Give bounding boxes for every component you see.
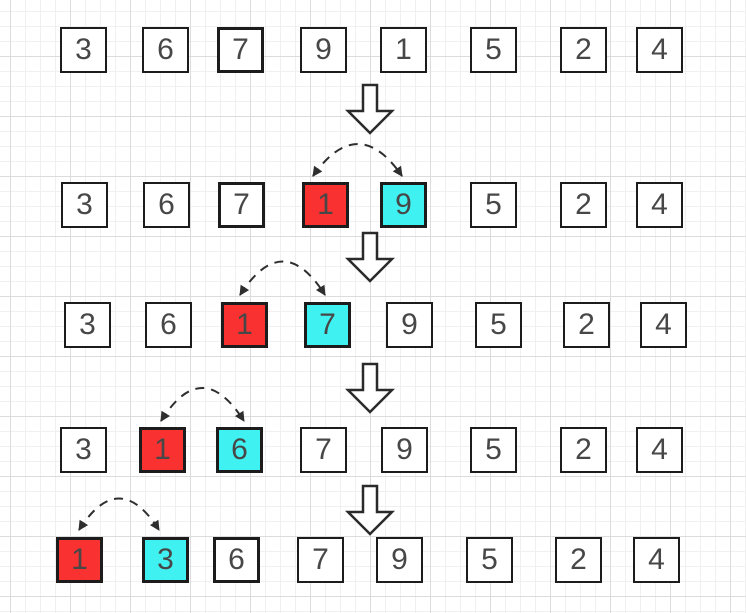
array-box-value: 1 xyxy=(317,188,334,221)
array-box-value: 7 xyxy=(312,543,329,576)
swap-arc-icon xyxy=(312,143,403,177)
array-box-value: 6 xyxy=(231,433,248,466)
array-box: 7 xyxy=(304,302,351,348)
array-box: 5 xyxy=(475,302,522,348)
array-box-value: 7 xyxy=(232,33,249,66)
array-box: 4 xyxy=(640,302,687,348)
array-box: 5 xyxy=(466,537,513,583)
array-box: 4 xyxy=(633,537,680,583)
array-box-value: 7 xyxy=(319,308,336,341)
array-box: 4 xyxy=(636,27,683,73)
array-box: 5 xyxy=(470,182,517,228)
array-box-value: 2 xyxy=(575,433,592,466)
down-arrow-icon xyxy=(344,231,396,283)
down-arrow-icon xyxy=(344,362,396,414)
array-box-value: 3 xyxy=(75,433,92,466)
array-box: 1 xyxy=(139,427,186,473)
swap-arc-icon xyxy=(239,260,326,296)
down-arrow-icon xyxy=(344,83,396,135)
array-box-value: 4 xyxy=(651,188,668,221)
array-box: 9 xyxy=(300,27,347,73)
array-box: 2 xyxy=(560,182,607,228)
array-box-value: 4 xyxy=(648,543,665,576)
array-box-value: 4 xyxy=(651,33,668,66)
array-box: 6 xyxy=(213,537,260,583)
array-box: 6 xyxy=(145,302,192,348)
array-box-value: 3 xyxy=(75,33,92,66)
array-box: 1 xyxy=(302,182,349,228)
array-box-value: 1 xyxy=(236,308,253,341)
array-box-value: 2 xyxy=(575,33,592,66)
array-box-value: 9 xyxy=(396,433,413,466)
array-box-value: 6 xyxy=(158,188,175,221)
array-box-value: 9 xyxy=(315,33,332,66)
array-box-value: 2 xyxy=(578,308,595,341)
array-box-value: 6 xyxy=(157,33,174,66)
array-box: 4 xyxy=(636,427,683,473)
array-box-value: 1 xyxy=(395,33,412,66)
array-box: 2 xyxy=(560,27,607,73)
array-box-value: 9 xyxy=(395,188,412,221)
array-box: 3 xyxy=(60,427,107,473)
array-box: 1 xyxy=(221,302,268,348)
array-box: 5 xyxy=(470,427,517,473)
array-box: 4 xyxy=(636,182,683,228)
array-box-value: 4 xyxy=(651,433,668,466)
array-box: 7 xyxy=(300,427,347,473)
array-box: 3 xyxy=(60,27,107,73)
array-box: 2 xyxy=(563,302,610,348)
array-box-value: 9 xyxy=(391,543,408,576)
array-box: 9 xyxy=(376,537,423,583)
array-box: 2 xyxy=(560,427,607,473)
array-box: 1 xyxy=(56,537,103,583)
array-box-value: 5 xyxy=(485,33,502,66)
swap-arc-icon xyxy=(160,387,245,422)
array-box: 2 xyxy=(555,537,602,583)
array-box: 3 xyxy=(61,182,108,228)
array-box: 7 xyxy=(297,537,344,583)
array-box: 7 xyxy=(217,27,264,73)
array-box-value: 9 xyxy=(401,308,418,341)
array-box: 3 xyxy=(64,302,111,348)
array-box-value: 3 xyxy=(76,188,93,221)
down-arrow-icon xyxy=(344,484,396,536)
array-box: 6 xyxy=(216,427,263,473)
array-box-value: 2 xyxy=(570,543,587,576)
array-box-value: 2 xyxy=(575,188,592,221)
array-box-value: 6 xyxy=(160,308,177,341)
array-box: 3 xyxy=(142,537,189,583)
array-box-value: 1 xyxy=(71,543,88,576)
array-box-value: 5 xyxy=(490,308,507,341)
array-box: 9 xyxy=(381,427,428,473)
array-box-value: 5 xyxy=(485,433,502,466)
array-box: 5 xyxy=(470,27,517,73)
array-box-value: 5 xyxy=(481,543,498,576)
array-box: 9 xyxy=(386,302,433,348)
array-box: 6 xyxy=(142,27,189,73)
array-box-value: 3 xyxy=(157,543,174,576)
array-box: 6 xyxy=(143,182,190,228)
array-box-value: 3 xyxy=(79,308,96,341)
array-box-value: 4 xyxy=(655,308,672,341)
array-box: 7 xyxy=(218,182,265,228)
swap-arc-icon xyxy=(78,497,160,531)
array-box-value: 6 xyxy=(228,543,245,576)
array-box-value: 7 xyxy=(315,433,332,466)
array-box-value: 7 xyxy=(233,188,250,221)
array-box-value: 1 xyxy=(154,433,171,466)
array-box: 9 xyxy=(380,182,427,228)
array-box-value: 5 xyxy=(485,188,502,221)
array-box: 1 xyxy=(380,27,427,73)
